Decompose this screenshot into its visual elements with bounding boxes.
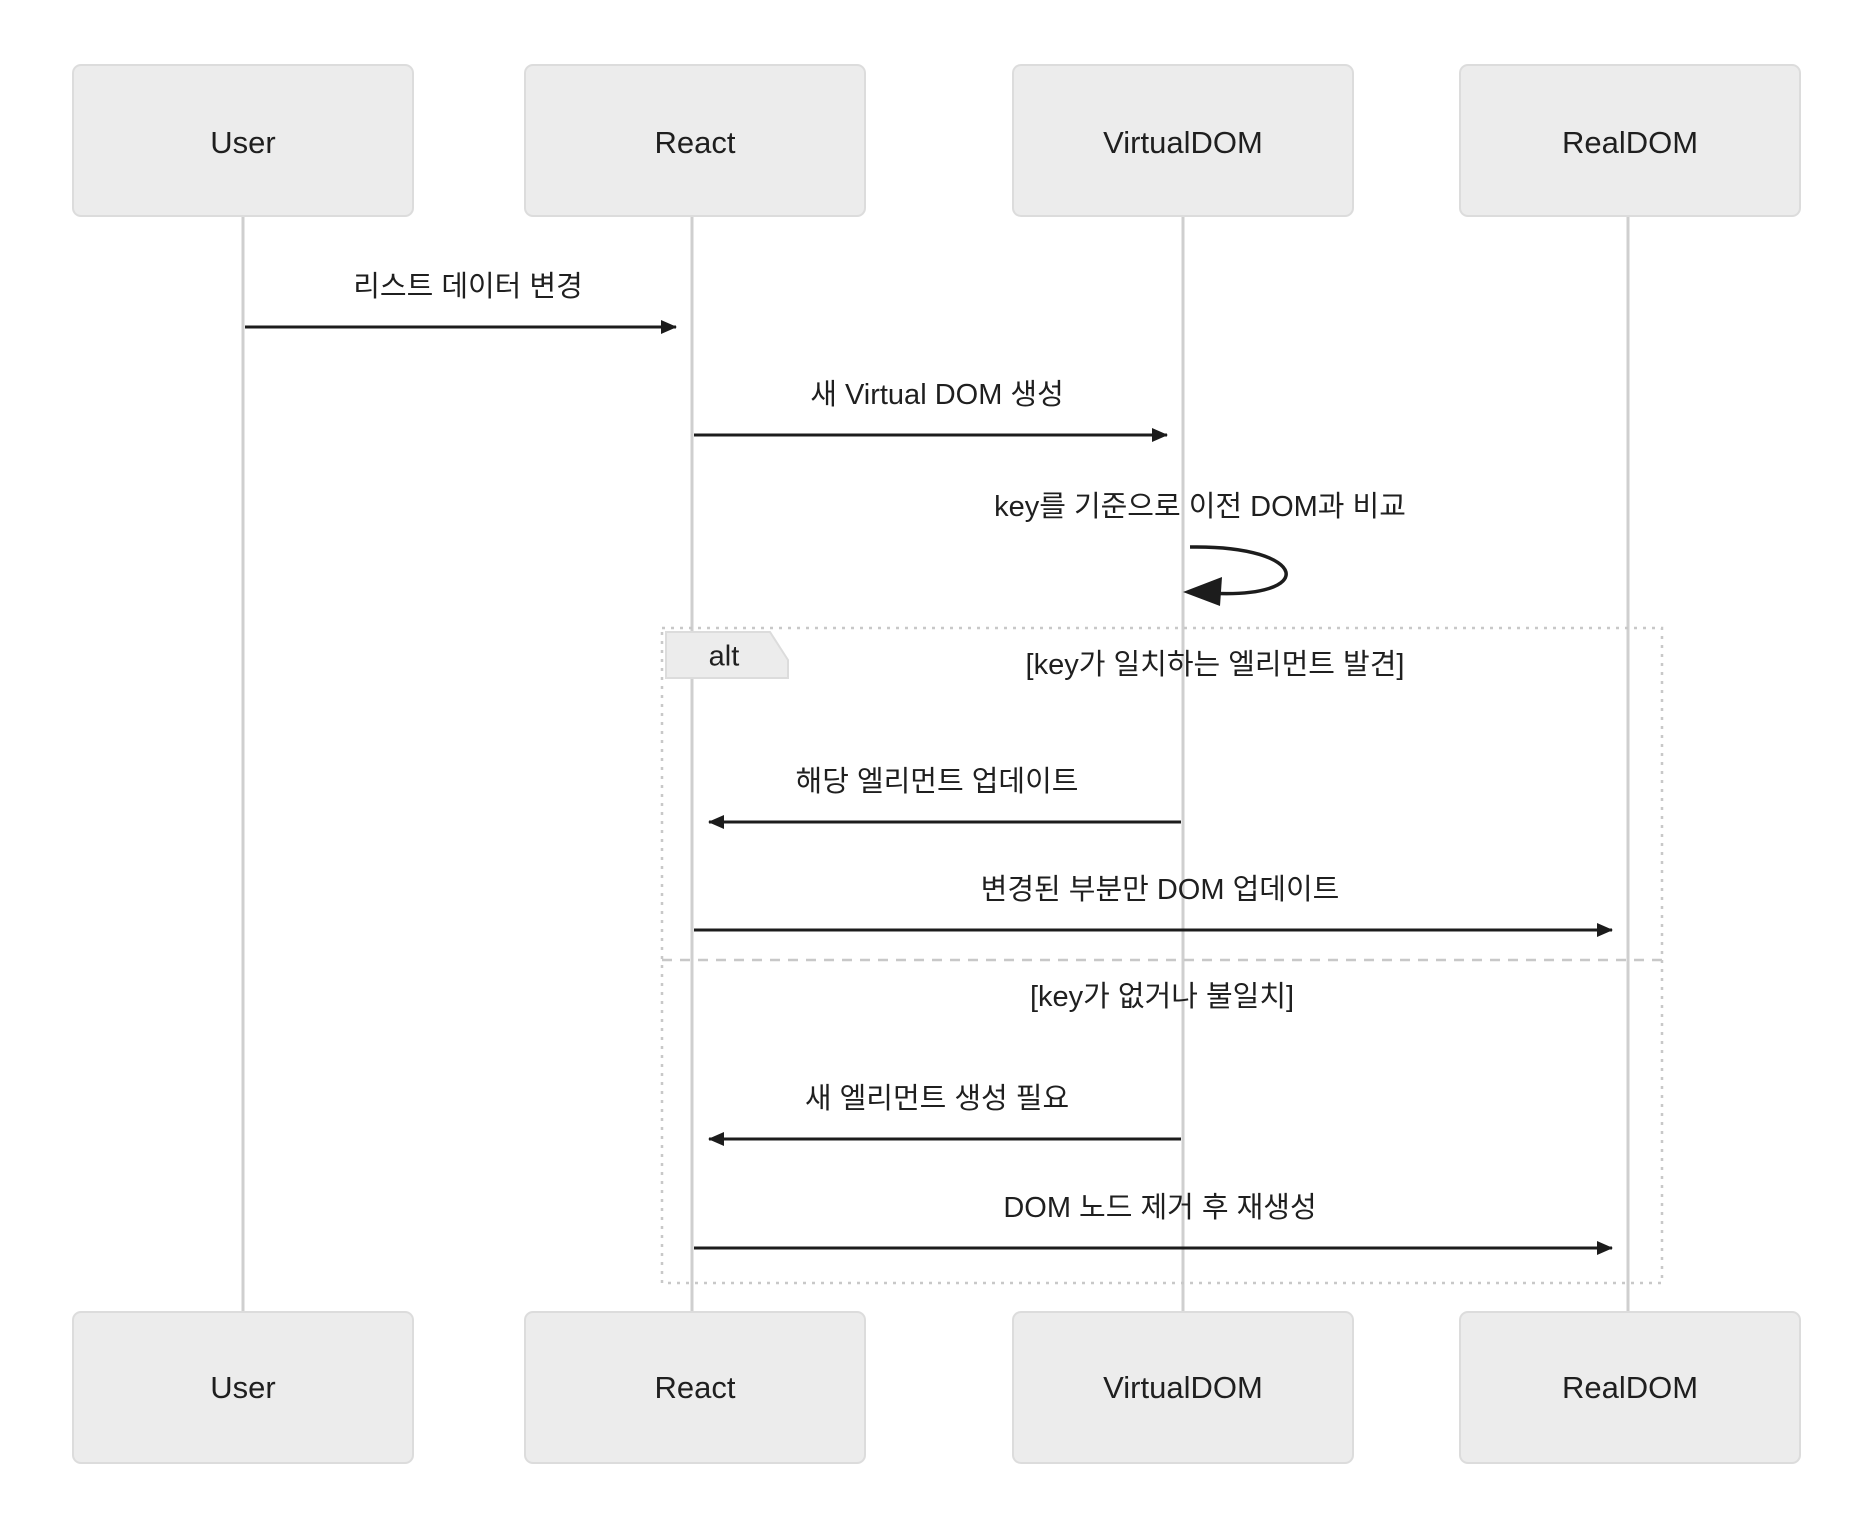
alt-condition-2: [key가 없거나 불일치] (1030, 980, 1294, 1013)
message-label: 리스트 데이터 변경 (353, 270, 583, 303)
actor-box[interactable] (1459, 64, 1801, 217)
actor-footer-realdom[interactable]: RealDOM (1459, 1311, 1801, 1464)
actor-label: RealDOM (1562, 1370, 1698, 1405)
message-label: DOM 노드 제거 후 재생성 (1003, 1192, 1316, 1224)
message-new-element-required: 새 엘리먼트 생성 필요 (708, 1082, 1181, 1146)
actor-label: React (655, 125, 736, 160)
actor-label: User (210, 125, 275, 160)
message-update-changed-dom-only: 변경된 부분만 DOM 업데이트 (694, 873, 1613, 937)
message-remove-and-recreate-dom-node: DOM 노드 제거 후 재생성 (694, 1192, 1613, 1255)
actor-box[interactable] (524, 1311, 866, 1464)
message-create-new-virtual-dom: 새 Virtual DOM 생성 (694, 379, 1168, 442)
message-compare-with-previous-dom: key를 기준으로 이전 DOM과 비교 (994, 491, 1406, 606)
actor-header-virtualdom[interactable]: VirtualDOM (1012, 64, 1354, 217)
alt-tag-label: alt (709, 641, 740, 673)
alt-tag-shape (665, 631, 789, 679)
actor-box[interactable] (1012, 64, 1354, 217)
actor-box[interactable] (1459, 1311, 1801, 1464)
actor-label: VirtualDOM (1103, 125, 1263, 160)
self-loop-arrowhead (1183, 577, 1222, 606)
actor-box[interactable] (72, 1311, 414, 1464)
message-label: key를 기준으로 이전 DOM과 비교 (994, 491, 1406, 523)
actor-label: VirtualDOM (1103, 1370, 1263, 1405)
message-label: 새 엘리먼트 생성 필요 (805, 1082, 1069, 1115)
message-list-data-change: 리스트 데이터 변경 (245, 270, 677, 334)
alt-tag: alt (665, 631, 789, 679)
actor-header-realdom[interactable]: RealDOM (1459, 64, 1801, 217)
alt-frame-border (660, 626, 1664, 1285)
message-label: 해당 엘리먼트 업데이트 (796, 765, 1079, 798)
actor-footer-virtualdom[interactable]: VirtualDOM (1012, 1311, 1354, 1464)
self-loop-arc (1189, 545, 1288, 596)
actor-label: User (210, 1370, 275, 1405)
message-label: 새 Virtual DOM 생성 (810, 379, 1064, 411)
actor-box[interactable] (72, 64, 414, 217)
actor-header-react[interactable]: React (524, 64, 866, 217)
message-update-matched-element: 해당 엘리먼트 업데이트 (708, 765, 1181, 829)
message-label: 변경된 부분만 DOM 업데이트 (981, 873, 1340, 906)
actor-header-user[interactable]: User (72, 64, 414, 217)
alt-condition-1: [key가 일치하는 엘리먼트 발견] (1026, 648, 1405, 681)
actor-box[interactable] (524, 64, 866, 217)
actor-label: React (655, 1370, 736, 1405)
alt-fragment: alt [key가 일치하는 엘리먼트 발견] [key가 없거나 불일치] (660, 626, 1664, 1285)
actor-box[interactable] (1012, 1311, 1354, 1464)
actor-footer-react[interactable]: React (524, 1311, 866, 1464)
actor-footer-user[interactable]: User (72, 1311, 414, 1464)
actor-label: RealDOM (1562, 125, 1698, 160)
lifelines (241, 180, 1630, 1312)
